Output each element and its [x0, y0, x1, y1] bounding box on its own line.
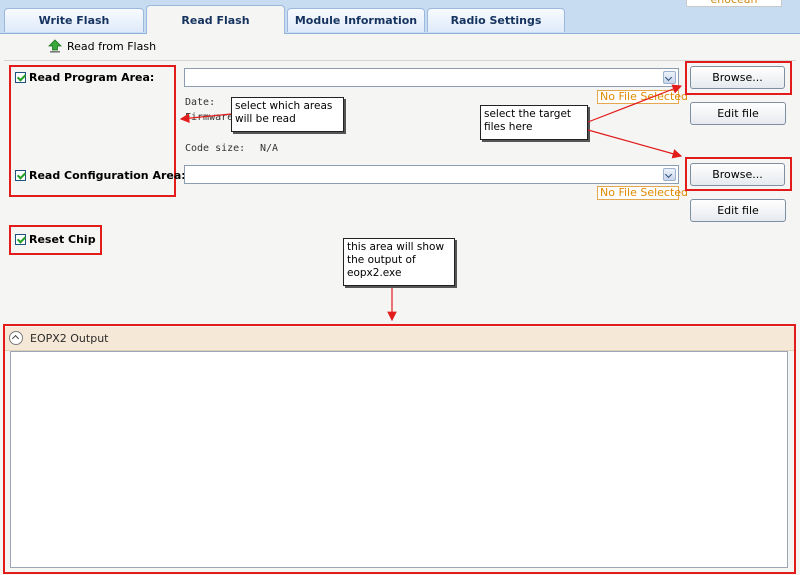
- tab-read-flash[interactable]: Read Flash: [146, 5, 285, 34]
- edit-program-file-button[interactable]: Edit file: [690, 102, 786, 125]
- browse-configuration-button[interactable]: Browse...: [690, 163, 785, 186]
- tab-module-information[interactable]: Module Information: [287, 8, 425, 32]
- checkbox-checked-icon: [15, 170, 26, 181]
- date-label: Date:: [185, 97, 216, 108]
- code-size-value: N/A: [260, 143, 279, 154]
- read-configuration-area-checkbox[interactable]: Read Configuration Area:: [15, 169, 186, 182]
- output-annotation-note: this area will show the output of eopx2.…: [343, 238, 455, 286]
- collapse-up-icon[interactable]: [9, 331, 23, 345]
- toolbar-divider: [4, 60, 796, 61]
- read-program-area-checkbox[interactable]: Read Program Area:: [15, 71, 154, 84]
- arrow-to-browse-program: [587, 84, 683, 123]
- configuration-file-combo[interactable]: [184, 165, 679, 184]
- checkbox-checked-icon: [15, 72, 26, 83]
- tab-radio-settings[interactable]: Radio Settings: [427, 8, 565, 32]
- reset-chip-checkbox[interactable]: Reset Chip: [15, 233, 96, 246]
- arrow-to-areas: [179, 113, 232, 123]
- read-program-area-label: Read Program Area:: [29, 71, 155, 84]
- tab-write-flash[interactable]: Write Flash: [4, 8, 144, 32]
- program-file-status: No File Selected: [597, 90, 688, 104]
- areas-annotation-note: select which areas will be read: [231, 97, 344, 132]
- target-files-annotation-note: select the target files here: [480, 105, 588, 140]
- logo-text: enocean: [711, 0, 758, 6]
- program-file-combo[interactable]: [184, 68, 679, 87]
- output-text-area[interactable]: [10, 351, 788, 568]
- output-panel-header: EOPX2 Output: [4, 327, 794, 351]
- reset-chip-label: Reset Chip: [29, 233, 96, 246]
- arrow-to-browse-configuration: [587, 129, 683, 159]
- read-from-flash-button[interactable]: Read from Flash: [48, 38, 156, 54]
- chevron-down-icon[interactable]: [663, 168, 676, 181]
- enocean-logo: enocean: [686, 0, 782, 7]
- firmware-label: Firmware: [185, 112, 233, 123]
- read-from-flash-label: Read from Flash: [67, 39, 157, 53]
- upload-arrow-icon: [48, 39, 62, 53]
- code-size-label: Code size:: [185, 143, 246, 154]
- output-panel-title: EOPX2 Output: [30, 332, 109, 345]
- chevron-down-icon[interactable]: [663, 71, 676, 84]
- edit-configuration-file-button[interactable]: Edit file: [690, 199, 786, 222]
- tab-bar: Write Flash Read Flash Module Informatio…: [0, 0, 800, 34]
- browse-program-button[interactable]: Browse...: [690, 66, 785, 89]
- checkbox-checked-icon: [15, 234, 26, 245]
- read-configuration-area-label: Read Configuration Area:: [29, 169, 186, 182]
- configuration-file-status: No File Selected: [597, 186, 688, 200]
